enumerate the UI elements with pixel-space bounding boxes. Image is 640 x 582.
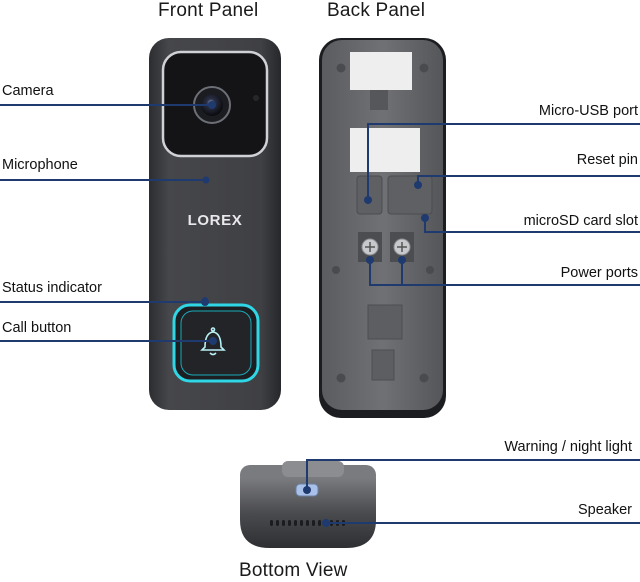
back-screw-bl: [336, 373, 346, 383]
power-screw-left-slot: [365, 242, 375, 252]
marker-power-port-right: [398, 256, 406, 264]
marker-call-button: [209, 337, 217, 345]
bottom-body: [240, 478, 376, 548]
reset-microsd-cover: [387, 175, 433, 215]
bottom-light-housing: [282, 461, 344, 477]
label-warning-night-light: Warning / night light: [504, 439, 632, 455]
label-microphone: Microphone: [2, 157, 78, 173]
label-call-button: Call button: [2, 320, 72, 336]
front-panel-title: Front Panel: [158, 0, 259, 21]
marker-reset-pin: [414, 181, 422, 189]
power-screw-right-slot: [397, 242, 407, 252]
back-panel: [319, 38, 446, 418]
back-clip-top: [370, 90, 388, 110]
micro-usb-port-cover: [356, 175, 383, 215]
label-microsd-card-slot: microSD card slot: [523, 213, 638, 229]
back-clip-bottom: [371, 349, 395, 381]
back-label-sticker-top: [350, 52, 412, 90]
marker-status-indicator: [201, 298, 209, 306]
back-screw-tr: [419, 63, 429, 73]
marker-microsd-card-slot: [421, 214, 429, 222]
back-screw-mr: [426, 266, 434, 274]
lorex-logo: LOREX: [188, 212, 243, 229]
front-panel: LOREX: [149, 38, 281, 410]
marker-power-port-left: [366, 256, 374, 264]
marker-microphone: [202, 176, 210, 184]
leader-lines: [0, 104, 640, 524]
marker-dots: [201, 101, 429, 527]
bottom-view-title: Bottom View: [239, 560, 348, 581]
label-reset-pin: Reset pin: [576, 152, 638, 168]
back-screw-tl: [336, 63, 346, 73]
back-screw-ml: [332, 266, 340, 274]
back-panel-title: Back Panel: [327, 0, 426, 21]
back-screw-br: [419, 373, 429, 383]
ir-sensor: [253, 95, 259, 101]
back-clip-mid: [367, 304, 403, 340]
label-speaker: Speaker: [577, 502, 632, 518]
leader-microsd-card-slot: [424, 218, 640, 233]
label-power-ports: Power ports: [560, 265, 638, 281]
back-label-sticker-mid: [350, 128, 420, 172]
bell-icon: [200, 327, 226, 356]
leader-warning-night-light: [306, 459, 640, 490]
label-micro-usb-port: Micro-USB port: [538, 103, 638, 119]
label-camera: Camera: [2, 83, 54, 99]
marker-speaker: [322, 519, 330, 527]
leader-reset-pin: [417, 175, 640, 185]
marker-camera: [208, 101, 216, 109]
leader-micro-usb-port: [367, 123, 640, 200]
leader-power-ports: [369, 260, 640, 286]
label-status-indicator: Status indicator: [2, 280, 102, 296]
marker-micro-usb-port: [364, 196, 372, 204]
marker-warning-night-light: [303, 486, 311, 494]
